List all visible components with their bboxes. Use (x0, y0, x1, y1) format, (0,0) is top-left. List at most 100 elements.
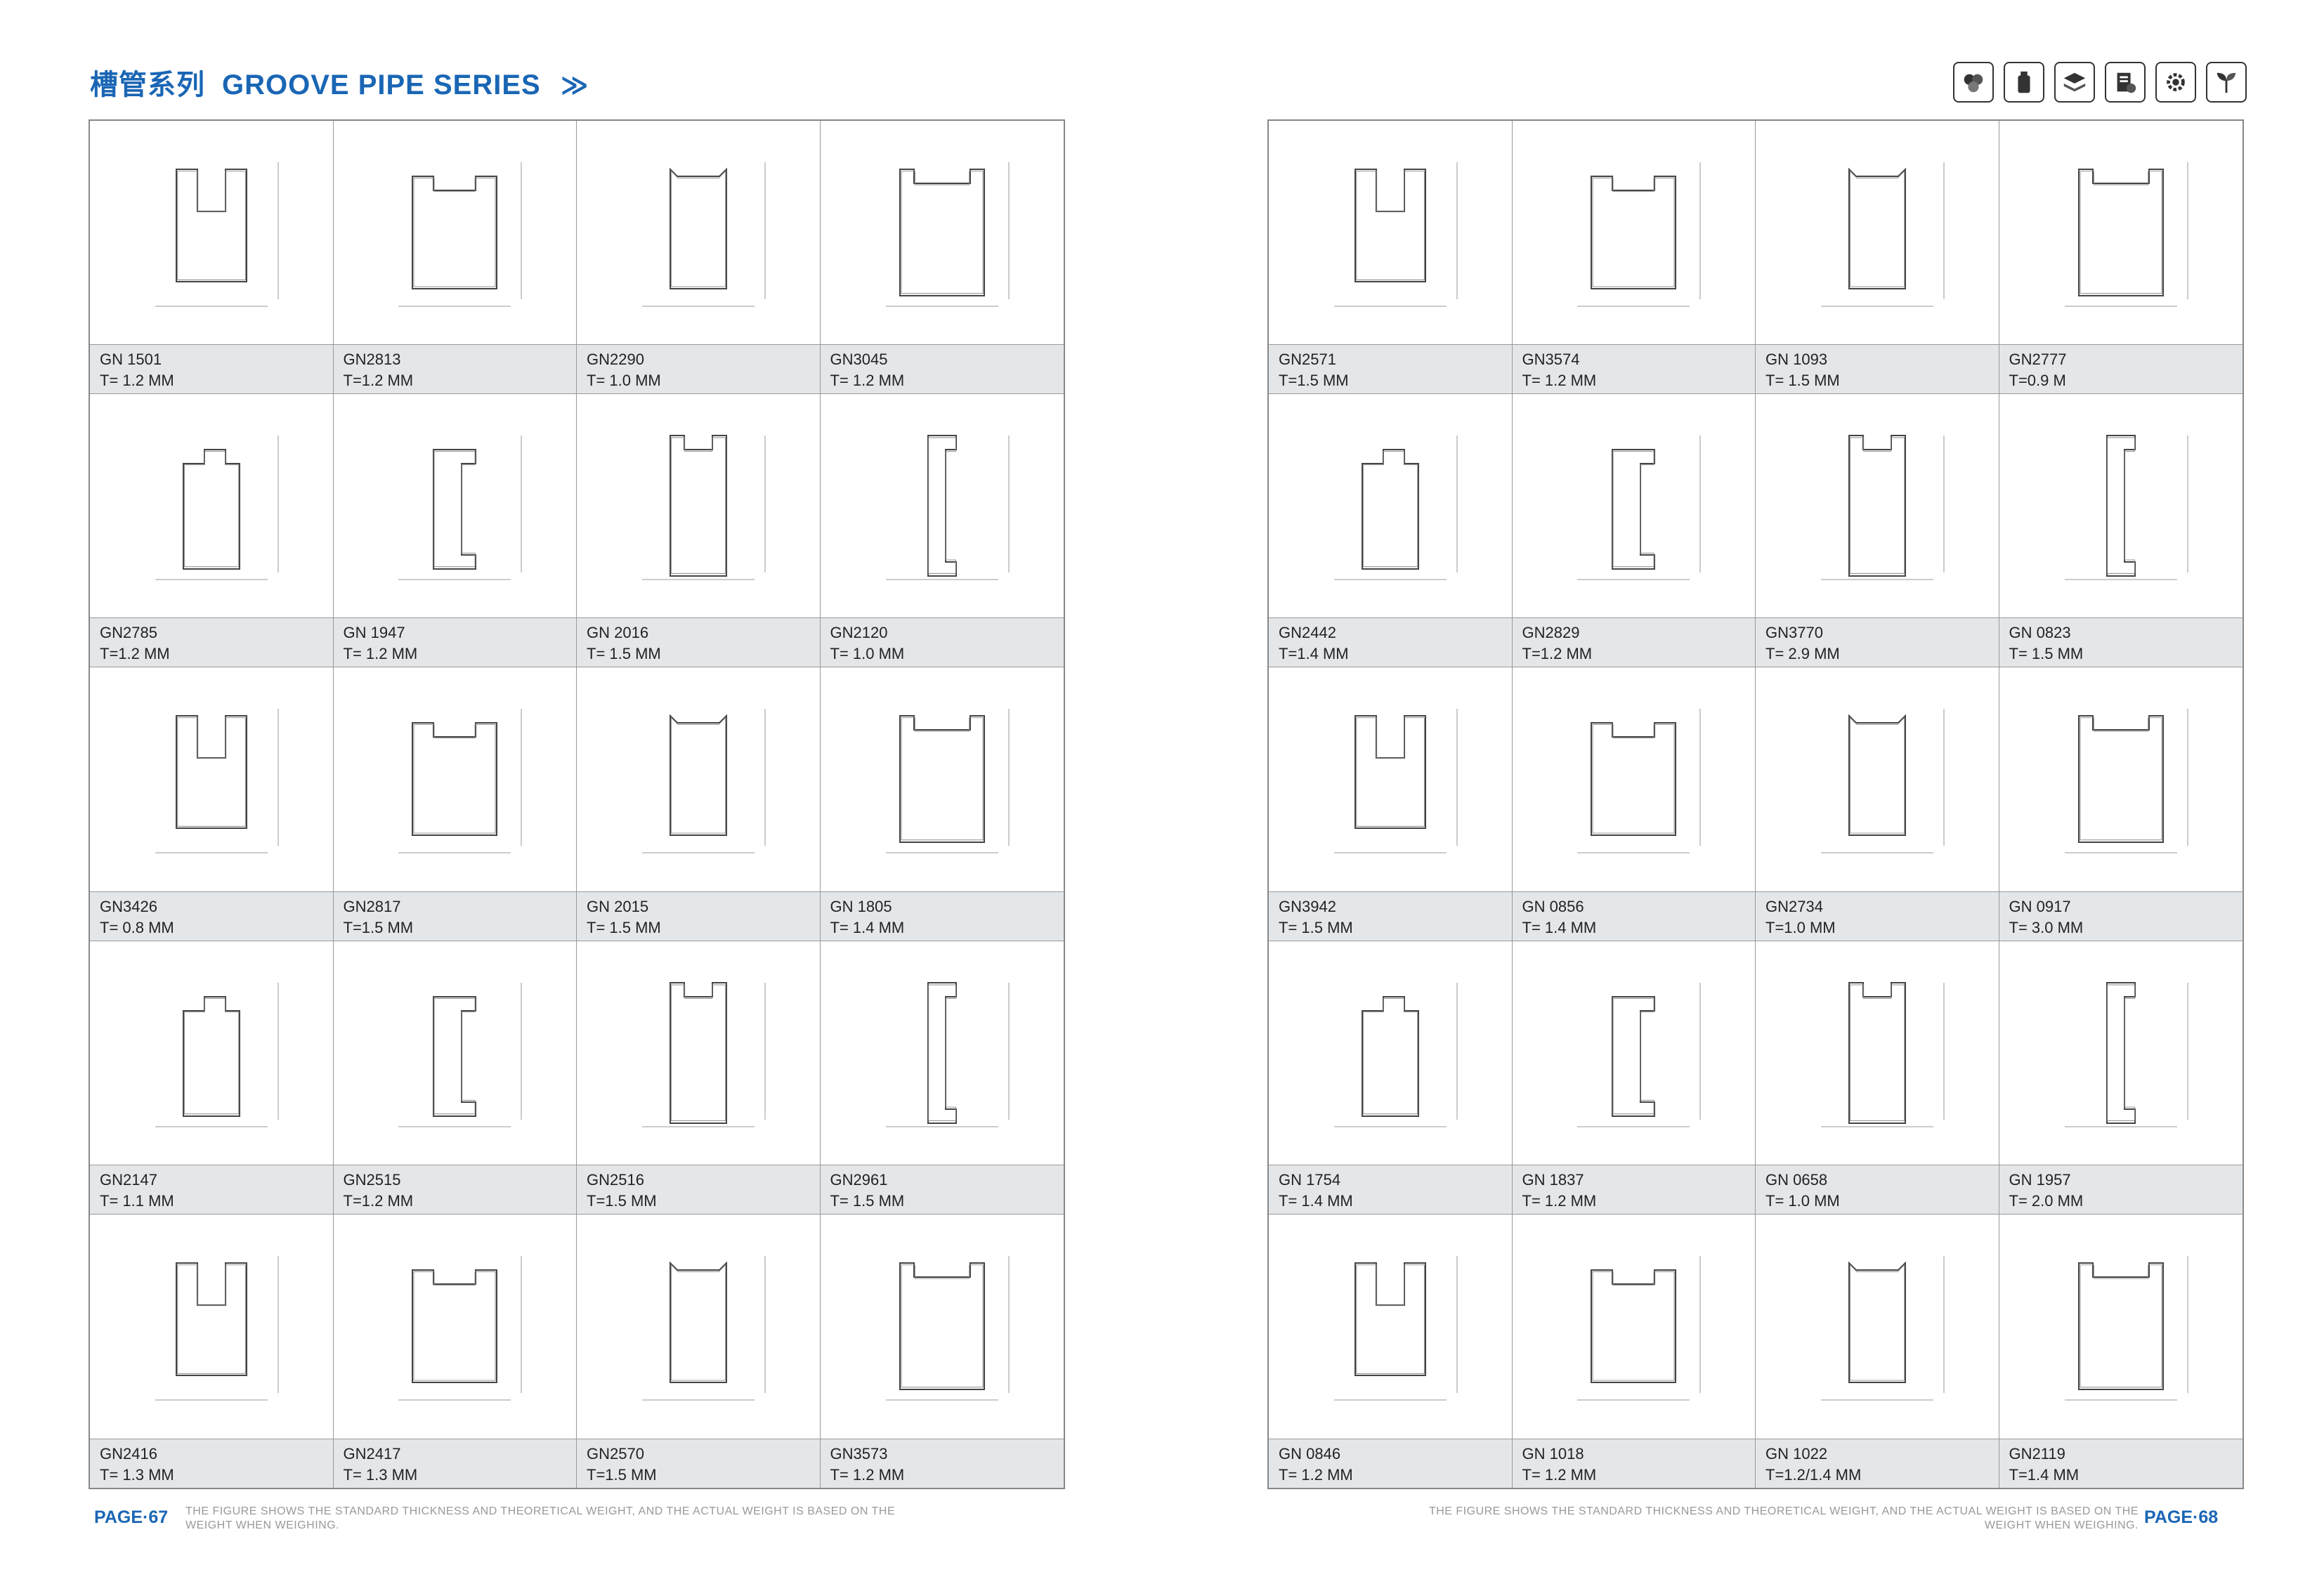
product-code: GN 1018 (1522, 1445, 1584, 1463)
profile-inner-edge (176, 717, 246, 827)
profile-outline (641, 162, 766, 307)
chevron-right-icon: ≫ (560, 70, 589, 100)
profile-inner-edge (176, 1264, 246, 1375)
product-thickness: T= 1.2 MM (830, 1466, 905, 1484)
product-code: GN 1805 (830, 897, 892, 915)
product-thickness: T=1.2 MM (1522, 645, 1593, 663)
product-code: GN2290 (587, 351, 644, 369)
profile-drawing (90, 667, 333, 891)
product-thickness: T=1.2 MM (100, 645, 170, 663)
profile-drawing (334, 1215, 577, 1439)
product-code: GN 1947 (343, 624, 405, 642)
product-thickness: T= 1.2 MM (343, 645, 418, 663)
product-thickness: T= 1.2 MM (1279, 1466, 1353, 1484)
profile-drawing (1756, 1215, 1999, 1439)
profile-outline (155, 1256, 279, 1401)
footer-note-left: THE FIGURE SHOWS THE STANDARD THICKNESS … (185, 1505, 896, 1531)
profile-inner-edge (2080, 171, 2162, 294)
product-thickness: T= 1.5 MM (1279, 918, 1353, 936)
profile-outline (398, 436, 522, 580)
profile-outer-edge (1361, 995, 1419, 1117)
profile-inner-edge (2106, 984, 2135, 1121)
document-icon (2105, 62, 2146, 103)
profile-outline (398, 162, 522, 307)
product-code: GN 0917 (2009, 897, 2071, 915)
product-thickness: T= 2.0 MM (2009, 1191, 2084, 1210)
profile-outer-edge (175, 715, 247, 830)
product-thickness: T= 1.5 MM (587, 918, 661, 936)
product-code: GN3770 (1765, 624, 1823, 642)
profile-outline (885, 1256, 1010, 1401)
profile-outline (1820, 1256, 1945, 1401)
profile-outline (2064, 1256, 2188, 1401)
profile-outline (1577, 436, 1701, 580)
profile-drawing (577, 667, 820, 891)
profile-outer-edge (2077, 715, 2164, 844)
profile-drawing (1999, 667, 2243, 891)
profile-drawing (1269, 121, 1512, 344)
profile-drawing (90, 1215, 333, 1439)
profile-inner-edge (670, 984, 726, 1121)
profile-outline (155, 162, 279, 307)
profile-outer-edge (1848, 1261, 1906, 1384)
profile-inner-edge (1592, 724, 1675, 835)
profile-outer-edge (2106, 981, 2136, 1124)
product-code: GN2571 (1279, 351, 1336, 369)
profile-outer-edge (175, 1262, 247, 1377)
profile-outer-edge (669, 167, 727, 290)
profile-inner-edge (1849, 437, 1905, 575)
profile-outer-edge (1354, 169, 1426, 283)
product-thickness: T= 1.5 MM (587, 645, 661, 663)
profile-drawing (334, 667, 577, 891)
product-thickness: T= 1.2 MM (830, 372, 905, 390)
profile-outline (2064, 162, 2188, 307)
profile-drawing (1269, 1215, 1512, 1439)
profile-outline (155, 982, 279, 1127)
profile-outer-edge (1591, 722, 1677, 837)
product-thickness: T=1.4 MM (2009, 1466, 2080, 1484)
product-thickness: T= 1.1 MM (100, 1191, 174, 1210)
profile-outer-edge (1848, 435, 1906, 577)
product-info: GN3045 T= 1.2 MM (820, 344, 1064, 394)
profile-inner-edge (1849, 1264, 1905, 1381)
product-code: GN 1093 (1765, 351, 1828, 369)
profile-drawing (90, 941, 333, 1165)
profile-inner-edge (1849, 984, 1905, 1121)
product-thickness: T=0.9 M (2009, 372, 2066, 390)
product-code: GN3573 (830, 1445, 888, 1463)
profile-outline (641, 981, 766, 1127)
profile-drawing (1999, 121, 2243, 344)
profile-outline (1577, 162, 1701, 307)
product-code: GN3045 (830, 351, 888, 369)
profile-outer-edge (669, 714, 727, 837)
profile-outline (1333, 982, 1458, 1127)
product-code: GN 2016 (587, 624, 649, 642)
profile-inner-edge (1362, 451, 1418, 568)
profile-outer-edge (669, 1261, 727, 1384)
product-code: GN2734 (1765, 897, 1823, 915)
profile-outer-edge (899, 1262, 985, 1391)
